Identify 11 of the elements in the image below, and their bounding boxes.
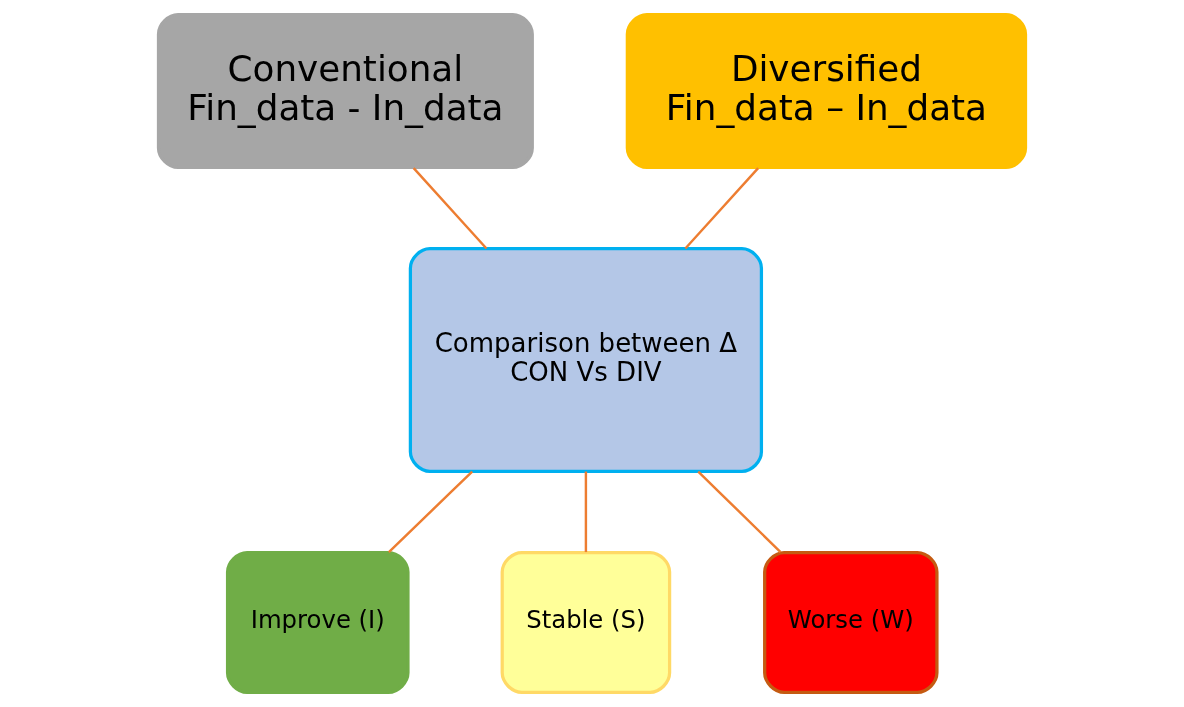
connector — [412, 167, 488, 250]
node-box: Improve (I) — [225, 550, 410, 694]
connector — [684, 167, 760, 250]
node-box: Conventional Fin_data - In_data — [156, 13, 534, 170]
connector — [584, 471, 588, 553]
node-box: Comparison between Δ CON Vs DIV — [408, 247, 764, 473]
connector — [388, 470, 474, 553]
node-box: Diversified Fin_data – In_data — [625, 13, 1028, 170]
node-box: Worse (W) — [763, 550, 939, 694]
connector — [697, 470, 782, 553]
node-box: Stable (S) — [500, 550, 672, 694]
